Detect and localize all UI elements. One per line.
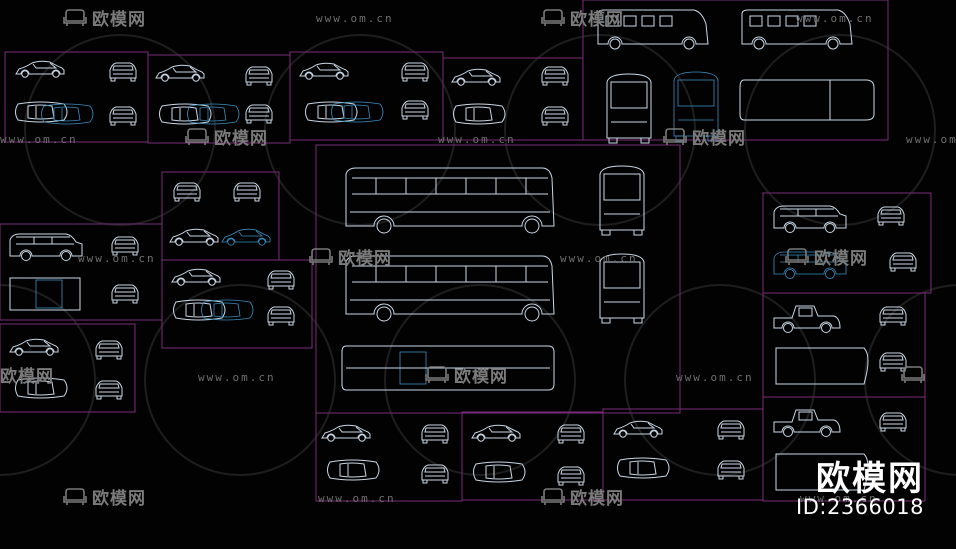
drawing-frames xyxy=(0,0,932,502)
watermark-brand: 欧模网 xyxy=(338,248,392,269)
watermark-url: www.om.cn xyxy=(796,12,874,25)
watermark-brand: 欧模网 xyxy=(454,366,508,387)
vehicle-drawings xyxy=(9,9,917,491)
sofa-icon xyxy=(185,128,209,146)
sofa-icon xyxy=(425,366,449,384)
watermark-url: www.om.cn xyxy=(78,252,156,265)
sofa-icon xyxy=(63,488,87,506)
watermark-url: www.om.cn xyxy=(676,371,754,384)
watermark-brand: 欧模网 xyxy=(92,9,146,30)
sofa-icon xyxy=(541,488,565,506)
watermark-url: www.om.cn xyxy=(316,12,394,25)
sofa-icon xyxy=(663,128,687,146)
sofa-icon xyxy=(785,248,809,266)
watermark-brand: 欧模网 xyxy=(0,366,54,387)
sofa-icon xyxy=(541,9,565,27)
sofa-icon xyxy=(63,9,87,27)
watermark-url: www.om.cn xyxy=(800,492,878,505)
watermark-brand: 欧模网 xyxy=(570,9,624,30)
sofa-icon xyxy=(309,248,333,266)
watermark-brand: 欧模网 xyxy=(814,248,868,269)
watermark-url: www.om.cn xyxy=(906,133,956,146)
watermark-brand: 欧模网 xyxy=(214,128,268,149)
watermark-url: www.om.cn xyxy=(198,371,276,384)
watermark-url: www.om.cn xyxy=(560,252,638,265)
model-id-label: ID:2366018 xyxy=(796,495,924,519)
watermark-brand: 欧模网 xyxy=(692,128,746,149)
watermark-brand: 欧模网 xyxy=(570,488,624,509)
watermark-url: www.om.cn xyxy=(438,133,516,146)
brand-label-large: 欧模网 xyxy=(816,459,924,499)
watermark-layer: 欧模网 www.om.cn 欧模网 www.om.cn www.om.cn 欧模… xyxy=(0,9,956,509)
watermark-brand: 欧模网 xyxy=(92,488,146,509)
watermark-url: www.om.cn xyxy=(0,133,78,146)
watermark-url: www.om.cn xyxy=(318,492,396,505)
